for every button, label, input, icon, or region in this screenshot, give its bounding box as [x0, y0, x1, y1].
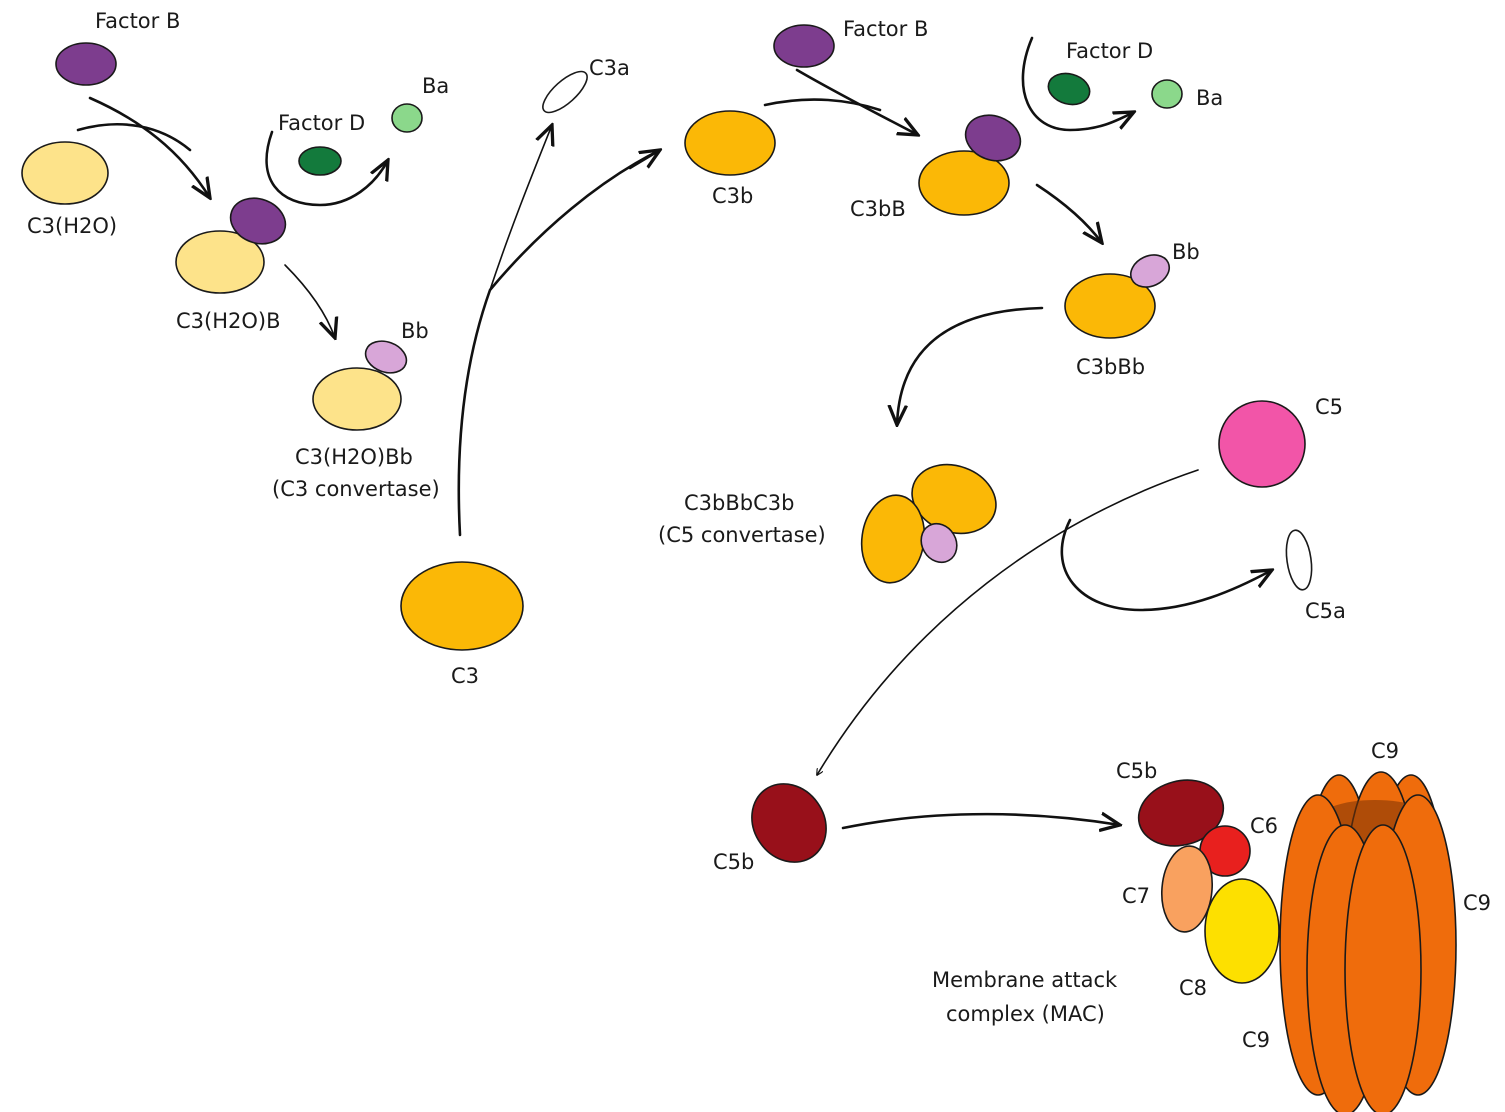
c3-h2o-bb-complex-c3: [312, 367, 402, 431]
ba-molecule-1: [391, 103, 423, 133]
label-c3b: C3b: [712, 184, 753, 208]
arrow-c3h2o-to-c3h2ob: [76, 122, 192, 152]
c3-molecule: [400, 561, 524, 651]
c3-h2o-b-complex-c3: [175, 230, 265, 294]
c3bbb-complex-bb: [1129, 254, 1171, 288]
label-c5: C5: [1315, 395, 1343, 419]
label-c5-convertase: (C5 convertase): [658, 523, 826, 547]
label-c9-right: C9: [1463, 891, 1491, 915]
c5b-molecule: [751, 783, 827, 863]
c5-molecule: [1218, 400, 1306, 488]
arrow-factor-d-release-ba-1: [265, 130, 388, 207]
label-ba-1: Ba: [422, 74, 449, 98]
factor-b-molecule-2: [773, 24, 835, 68]
label-bb-1: Bb: [401, 319, 429, 343]
label-factor-b-2: Factor B: [843, 17, 928, 41]
c5a-fragment: [1285, 529, 1313, 591]
label-c5a: C5a: [1305, 599, 1346, 623]
label-c9-top: C9: [1371, 739, 1399, 763]
c5-convertase-bb: [920, 522, 958, 564]
label-c3h2o: C3(H2O): [27, 214, 117, 238]
label-factor-d-1: Factor D: [278, 111, 365, 135]
label-c3: C3: [451, 664, 479, 688]
arrow-c3-cleavage-main: [457, 148, 662, 537]
factor-d-molecule-2: [1047, 72, 1091, 106]
c3bb-complex-c3b: [918, 150, 1010, 216]
arrow-c5-to-c5a: [1060, 518, 1272, 612]
arrow-c3bbb-to-c5-convertase: [897, 306, 1044, 425]
c3-h2o-b-complex-b: [229, 197, 287, 245]
c3-h2o-bb-complex-bb: [364, 340, 408, 374]
factor-d-molecule-1: [298, 146, 342, 176]
arrow-c3-head: [628, 150, 660, 170]
label-c6: C6: [1250, 814, 1278, 838]
label-c3bb: C3bB: [850, 197, 906, 221]
label-mac-line2: complex (MAC): [946, 1002, 1105, 1026]
label-factor-b-1: Factor B: [95, 9, 180, 33]
label-c8: C8: [1179, 976, 1207, 1000]
arrow-c5b-to-mac: [841, 814, 1120, 828]
label-c3bbbc3b: C3bBbC3b: [684, 491, 794, 515]
label-c3a: C3a: [589, 56, 630, 80]
label-bb-2: Bb: [1172, 240, 1200, 264]
c5b-mac: [1137, 779, 1225, 847]
ba-molecule-2: [1151, 79, 1183, 109]
c3-h2o-molecule: [21, 141, 109, 205]
labels: Factor B C3(H2O) Factor D Ba C3(H2O)B Bb…: [27, 9, 1491, 1052]
c3b-molecule: [684, 110, 776, 176]
arrow-factorb-to-c3h2ob: [88, 96, 210, 198]
arrows: [76, 36, 1272, 828]
label-ba-2: Ba: [1196, 86, 1223, 110]
label-c5b-1: C5b: [713, 850, 754, 874]
c3a-fragment-1: [542, 70, 588, 114]
label-c3-convertase: (C3 convertase): [272, 477, 440, 501]
label-c3bbb: C3bBb: [1076, 355, 1145, 379]
c7-mac: [1161, 845, 1213, 933]
arrow-factorb-to-c3bb: [795, 68, 918, 135]
arrow-c3b-to-c3bb: [763, 98, 882, 112]
arrow-c3-to-c3a: [489, 125, 552, 291]
molecules: [21, 24, 1457, 1112]
label-mac-line1: Membrane attack: [932, 968, 1118, 992]
arrow-c3bb-to-c3bbb: [1035, 183, 1102, 243]
label-c5b-2: C5b: [1116, 759, 1157, 783]
label-c9-bottom: C9: [1242, 1028, 1270, 1052]
label-factor-d-2: Factor D: [1066, 39, 1153, 63]
label-c3h2obb: C3(H2O)Bb: [295, 445, 413, 469]
label-c3h2ob: C3(H2O)B: [176, 309, 281, 333]
label-c7: C7: [1122, 884, 1150, 908]
mac-assembly: [1137, 771, 1457, 1112]
factor-b-molecule-1: [55, 42, 117, 86]
arrow-factor-d-release-ba-2: [1021, 36, 1134, 132]
c3bb-complex-b: [964, 114, 1022, 162]
arrow-c5-cleavage: [817, 469, 1199, 775]
arrow-c3h2ob-to-c3h2obb: [284, 264, 335, 338]
c9-front-center: [1344, 824, 1422, 1112]
c3bbb-complex-c3b: [1064, 273, 1156, 339]
c8-mac: [1204, 878, 1280, 984]
